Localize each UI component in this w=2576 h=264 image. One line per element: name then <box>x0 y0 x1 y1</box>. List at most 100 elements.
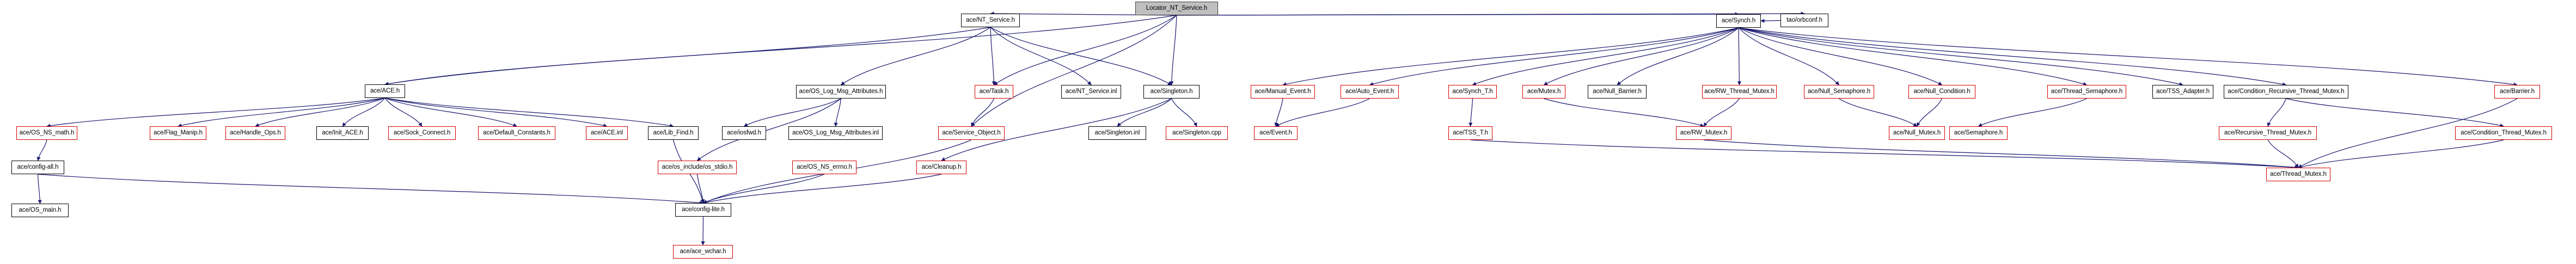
graph-node[interactable]: ace/OS_NS_errno.h <box>792 161 856 174</box>
graph-node[interactable]: ace/Event.h <box>1254 126 1298 140</box>
graph-node[interactable]: ace/Synch.h <box>1716 14 1761 28</box>
graph-node[interactable]: ace/Null_Semaphore.h <box>1804 85 1874 99</box>
graph-edge <box>384 97 608 128</box>
graph-node[interactable]: ace/Singleton.inl <box>1088 126 1146 140</box>
graph-node[interactable]: ace/Cleanup.h <box>916 161 966 174</box>
graph-edge <box>384 15 1177 86</box>
graph-node[interactable]: ace/OS_main.h <box>11 204 69 217</box>
graph-node[interactable]: ace/TSS_Adapter.h <box>2152 85 2213 99</box>
graph-node[interactable]: ace/Synch_T.h <box>1448 85 1497 99</box>
graph-edge <box>993 15 1177 85</box>
graph-edge <box>384 27 991 86</box>
graph-node[interactable]: ace/Semaphore.h <box>1949 126 2008 140</box>
graph-node[interactable]: ace/Singleton.cpp <box>1166 126 1228 140</box>
graph-node[interactable]: ace/OS_Log_Msg_Attributes.inl <box>788 126 883 140</box>
graph-node[interactable]: ace/Sock_Connect.h <box>388 126 456 140</box>
graph-edge <box>990 27 996 85</box>
graph-node[interactable]: ace/Condition_Thread_Mutex.h <box>2455 126 2552 140</box>
graph-node[interactable]: ace/Manual_Event.h <box>1251 85 1315 99</box>
graph-edge <box>990 27 1172 85</box>
graph-node[interactable]: ace/Flag_Manip.h <box>150 126 206 140</box>
graph-edge <box>1738 27 1943 85</box>
graph-edge <box>2286 98 2504 128</box>
graph-node[interactable]: ace/NT_Service.inl <box>1061 85 1121 99</box>
graph-edge <box>1171 98 1197 127</box>
graph-edge <box>1703 139 2299 170</box>
graph-node[interactable]: ace/ACE.inl <box>586 126 628 140</box>
graph-node[interactable]: ace/Null_Mutex.h <box>1889 126 1945 140</box>
graph-node[interactable]: ace/OS_Log_Msg_Attributes.h <box>796 85 886 99</box>
graph-edge <box>840 27 991 85</box>
graph-node[interactable]: ace/Mutex.h <box>1522 85 1565 99</box>
graph-edge <box>46 97 386 128</box>
graph-node[interactable]: ace/ACE.h <box>365 84 405 98</box>
graph-edge <box>384 97 423 127</box>
graph-node[interactable]: ace/OS_NS_math.h <box>16 126 77 140</box>
graph-edge <box>696 174 705 204</box>
graph-edge <box>1738 27 1840 85</box>
graph-edge <box>1117 98 1172 127</box>
graph-edge <box>37 174 42 204</box>
graph-node[interactable]: ace/RW_Thread_Mutex.h <box>1702 85 1777 99</box>
graph-node[interactable]: ace/ace_wchar.h <box>673 245 733 259</box>
graph-edge <box>2298 139 2504 169</box>
graph-edge <box>1737 27 1742 85</box>
graph-node[interactable]: ace/Handle_Ops.h <box>225 126 285 140</box>
graph-node[interactable]: ace/config-lite.h <box>675 203 731 217</box>
graph-edge <box>1170 15 1177 85</box>
graph-node[interactable]: ace/Null_Barrier.h <box>1588 85 1647 99</box>
graph-node[interactable]: ace/RW_Mutex.h <box>1676 126 1731 140</box>
graph-node[interactable]: ace/Condition_Recursive_Thread_Mutex.h <box>2224 85 2348 99</box>
graph-edge <box>1369 27 1739 86</box>
graph-node[interactable]: ace/Singleton.h <box>1143 85 1200 99</box>
graph-edge <box>38 174 704 205</box>
graph-node[interactable]: ace/Lib_Find.h <box>648 126 699 140</box>
graph-edge <box>1738 27 2518 87</box>
graph-node[interactable]: ace/Default_Constants.h <box>478 126 555 140</box>
graph-node[interactable]: tao/orbconf.h <box>1780 14 1828 27</box>
graph-edge <box>384 97 517 127</box>
graph-edge <box>971 98 995 127</box>
graph-edge <box>971 15 1177 127</box>
graph-edge <box>1275 98 1370 127</box>
graph-edge <box>702 174 942 205</box>
graph-node[interactable]: ace/TSS_T.h <box>1448 126 1492 140</box>
graph-node[interactable]: ace/Barrier.h <box>2494 85 2540 99</box>
graph-edge <box>1176 12 1739 16</box>
graph-edge <box>36 139 47 161</box>
graph-node[interactable]: ace/config-all.h <box>11 161 64 174</box>
graph-node[interactable]: ace/Task.h <box>975 85 1013 99</box>
graph-node[interactable]: ace/Init_ACE.h <box>316 126 369 140</box>
graph-node[interactable]: ace/Null_Condition.h <box>1908 85 1975 99</box>
graph-node[interactable]: ace/Thread_Mutex.h <box>2266 168 2330 181</box>
graph-edge <box>1978 98 2087 127</box>
graph-edge <box>1916 98 1943 127</box>
graph-edge <box>1839 98 1918 127</box>
graph-edge <box>1703 98 1740 127</box>
graph-edge <box>1544 98 1704 127</box>
graph-edge <box>743 98 841 127</box>
graph-node[interactable]: Locator_NT_Service.h <box>1135 2 1218 15</box>
graph-edge <box>702 174 825 204</box>
graph-edge <box>2267 98 2287 127</box>
graph-edge <box>990 27 1092 85</box>
graph-edge <box>1738 27 2183 87</box>
graph-edge <box>2267 139 2299 168</box>
graph-edge <box>1738 27 2287 87</box>
graph-node[interactable]: ace/Recursive_Thread_Mutex.h <box>2219 126 2317 140</box>
graph-node[interactable]: ace/Auto_Event.h <box>1341 85 1399 99</box>
graph-edge <box>1282 27 1739 87</box>
graph-node[interactable]: ace/Service_Object.h <box>938 126 1005 140</box>
graph-edge <box>1176 11 1805 16</box>
graph-node[interactable]: ace/iosfwd.h <box>722 126 766 140</box>
graph-node[interactable]: ace/Thread_Semaphore.h <box>2047 85 2126 99</box>
graph-edge <box>255 97 386 127</box>
graph-edge <box>1738 27 2088 86</box>
graph-edge <box>342 97 386 127</box>
graph-edge <box>1543 27 1739 85</box>
graph-node[interactable]: ace/os_include/os_stdio.h <box>658 161 737 174</box>
graph-edge <box>1468 98 1473 127</box>
graph-node[interactable]: ace/NT_Service.h <box>961 14 1020 27</box>
graph-edge <box>1472 27 1739 86</box>
